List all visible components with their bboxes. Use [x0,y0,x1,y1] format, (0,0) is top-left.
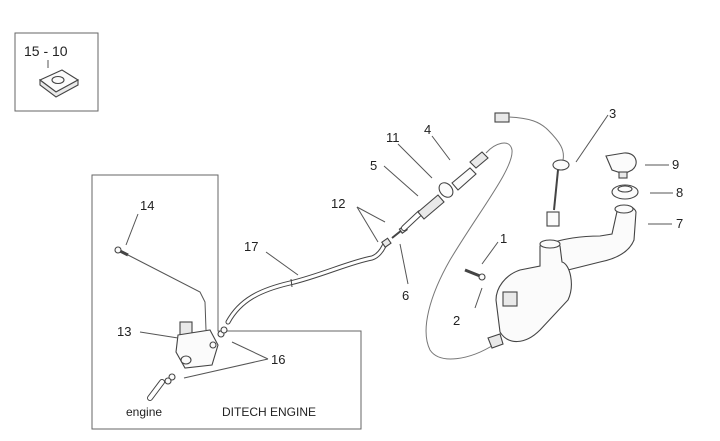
clip-nut-icon [38,69,80,98]
callout-4: 4 [424,122,431,137]
part-1-2-bolt-washer [464,268,486,281]
callout-8: 8 [676,185,683,200]
callout-2: 2 [453,313,460,328]
part-13-valve [175,321,219,369]
callout-3: 3 [609,106,616,121]
callout-5: 5 [370,158,377,173]
part-16-clips [164,326,228,385]
callout-11: 11 [386,130,400,145]
inset-frame [14,32,99,112]
callout-17: 17 [244,239,258,254]
callout-12: 12 [331,196,345,211]
ditech-engine-frame [91,174,362,430]
leader-lines [125,114,673,379]
callout-16: 16 [271,352,285,367]
inset-label: 15 - 10 [24,43,68,59]
part-5-11-4-filter [401,142,513,360]
part-14-screw [114,246,207,331]
callout-1: 1 [500,231,507,246]
callout-6: 6 [402,288,409,303]
part-17-hose [225,243,387,325]
callout-13: 13 [117,324,131,339]
inset-box-15-10: 15 - 10 [14,32,99,112]
part-9-cap [605,152,637,179]
part-3-sender [494,112,570,227]
ditech-engine-caption: DITECH ENGINE [222,405,316,419]
callout-9: 9 [672,157,679,172]
oil-tank [487,204,637,349]
engine-caption: engine [126,405,162,419]
callout-7: 7 [676,216,683,231]
callout-14: 14 [140,198,154,213]
return-line [425,142,513,360]
